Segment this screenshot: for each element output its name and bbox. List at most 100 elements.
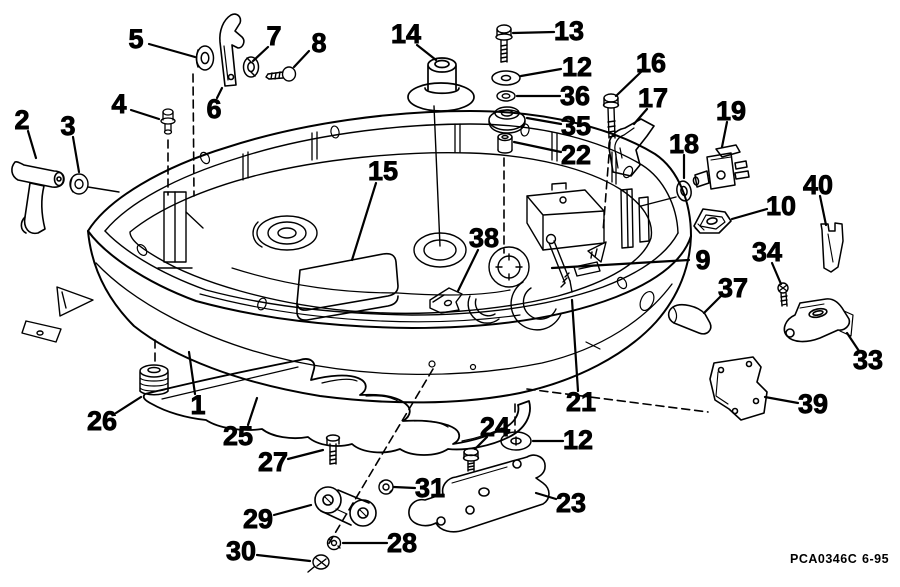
leader-line-38	[456, 248, 480, 293]
callout-25: 25	[223, 421, 253, 451]
callout-21: 21	[566, 387, 596, 417]
leader-line-17	[632, 107, 649, 126]
callout-31: 31	[415, 473, 445, 503]
leader-line-4	[129, 108, 161, 121]
leader-line-33	[845, 331, 861, 353]
leader-line-31	[392, 485, 417, 490]
part-34-screw	[777, 282, 789, 307]
part-37-spacer	[667, 304, 712, 335]
leader-line-29	[272, 503, 313, 517]
part-12-washer-top	[491, 70, 521, 86]
leader-line-25	[246, 396, 259, 427]
part-13-bolt	[495, 24, 513, 63]
part-33-bracket	[783, 298, 854, 343]
figure-code: PCA0346C	[790, 552, 857, 566]
leader-line-34	[770, 261, 783, 286]
callout-37: 37	[718, 273, 748, 303]
callout-14: 14	[391, 19, 421, 49]
leader-line-8	[292, 49, 311, 69]
leader-line-12	[519, 67, 563, 78]
callout-29: 29	[243, 504, 273, 534]
callout-13: 13	[554, 16, 584, 46]
part-10-mount-wedge	[693, 208, 732, 234]
assembly-line-1	[640, 196, 677, 207]
part-27-bolt	[325, 434, 341, 465]
dashed-assembly-line-0	[192, 73, 195, 197]
part-3-washer	[69, 173, 89, 195]
callout-23: 23	[556, 488, 586, 518]
leader-line-26	[114, 395, 143, 415]
leader-lines	[26, 30, 861, 563]
callout-34: 34	[752, 237, 782, 267]
callout-35: 35	[561, 111, 591, 141]
callout-16: 16	[636, 48, 666, 78]
part-36-washer	[496, 90, 516, 102]
dashed-assembly-line-3	[602, 141, 611, 233]
part-35-mount	[488, 106, 526, 134]
leader-line-10	[730, 207, 769, 221]
callout-4: 4	[111, 89, 126, 119]
part-18-washer	[676, 180, 692, 202]
callout-10: 10	[766, 191, 796, 221]
leader-line-1	[187, 350, 197, 396]
part-26-grommet	[139, 364, 169, 396]
leader-line-30	[255, 553, 312, 563]
part-2-lever	[11, 160, 65, 235]
assembly-line-0	[87, 186, 120, 193]
part-6-hook-latch	[219, 13, 245, 87]
callout-5: 5	[128, 24, 143, 54]
callout-28: 28	[387, 528, 417, 558]
callout-26: 26	[87, 406, 117, 436]
part-7-lock-washer	[242, 56, 260, 78]
callout-12: 12	[562, 52, 592, 82]
callout-22: 22	[561, 140, 591, 170]
figure-date-code: 6-95	[862, 552, 889, 566]
callout-9: 9	[695, 245, 710, 275]
leader-line-9	[550, 258, 691, 270]
part-16-bolt	[602, 93, 620, 139]
dashed-assembly-line-5	[526, 388, 709, 413]
leader-line-6	[215, 86, 224, 100]
dashed-assembly-line-4	[327, 368, 434, 546]
part-22-bushing	[497, 132, 513, 154]
callout-39: 39	[798, 389, 828, 419]
callout-27: 27	[258, 447, 288, 477]
callout-19: 19	[716, 96, 746, 126]
part-4-fitting	[160, 108, 176, 135]
leader-line-3	[71, 135, 81, 174]
callout-24: 24	[480, 412, 510, 442]
part-5-washer	[195, 45, 215, 71]
part-24-bolt	[462, 447, 480, 472]
part-8-screw	[265, 66, 297, 82]
part-39-plate	[709, 356, 768, 421]
leader-line-37	[702, 293, 724, 315]
callout-33: 33	[853, 345, 883, 375]
part-15-pad	[296, 252, 399, 321]
leader-line-15	[350, 181, 378, 262]
callout-38: 38	[469, 223, 499, 253]
leader-line-35	[525, 116, 563, 126]
callout-18: 18	[669, 129, 699, 159]
leader-line-2	[26, 129, 38, 160]
leader-line-19	[720, 120, 729, 149]
assembly-line-2	[433, 105, 441, 247]
callout-40: 40	[803, 170, 833, 200]
leader-line-5	[147, 42, 197, 59]
callout-30: 30	[226, 536, 256, 566]
callout-12: 12	[563, 425, 593, 455]
leader-line-24	[473, 435, 489, 451]
part-12-washer-bottom	[500, 431, 532, 451]
part-21-bolt	[545, 233, 573, 293]
callout-8: 8	[311, 28, 326, 58]
leader-line-21	[570, 298, 580, 393]
callout-15: 15	[368, 156, 398, 186]
part-14-mount-grommet	[407, 57, 475, 112]
leader-line-16	[614, 70, 643, 98]
part-29-cable-clamp	[314, 486, 377, 527]
callout-7: 7	[266, 21, 281, 51]
leader-line-14	[415, 43, 438, 62]
